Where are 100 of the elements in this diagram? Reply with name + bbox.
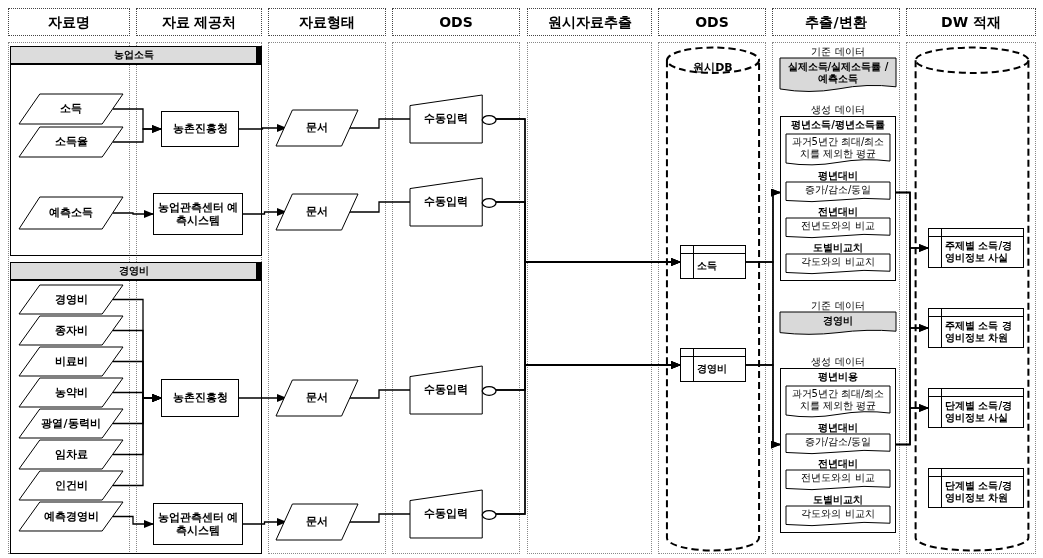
node-label: 실제소득/실제소득률 / 예측소득	[786, 61, 890, 85]
connector-arrow	[112, 394, 162, 487]
node-label: 수동입력	[424, 383, 468, 397]
node-label: 문서	[306, 121, 328, 135]
table-box	[928, 228, 1024, 268]
data-parallelogram	[19, 471, 123, 500]
node-label: 소득	[697, 260, 717, 272]
document-shape	[786, 458, 890, 491]
connector-arrow	[112, 125, 162, 143]
data-parallelogram	[19, 502, 123, 531]
node-label: 자료명	[48, 13, 90, 31]
node-label: 인건비	[54, 478, 88, 493]
node-label: 농촌진흥청	[172, 391, 228, 405]
node-label: 예측경영비	[43, 509, 99, 524]
node-label: 농촌진흥청	[172, 122, 228, 136]
node-label: 주제별 소득/경영비정보 사실	[945, 240, 1014, 264]
data-parallelogram	[19, 440, 123, 469]
document-shape	[786, 494, 890, 527]
heading-label: 생성 데이터	[810, 104, 866, 116]
connector-arrow	[895, 404, 929, 446]
reference-data-group	[780, 46, 896, 94]
node-label: 단계별 소득/경영비정보 차원	[945, 480, 1014, 504]
column-header	[136, 8, 262, 36]
data-parallelogram	[19, 94, 123, 124]
node-label: 전년도와의 비교	[800, 472, 876, 484]
process-box	[153, 193, 243, 235]
heading-label: 평년대비	[817, 422, 859, 434]
heading-label: 도별비교치	[812, 242, 864, 254]
node-label: ODS	[695, 13, 729, 31]
data-parallelogram	[276, 194, 358, 230]
node-label: 수동입력	[424, 195, 468, 209]
column-header	[527, 8, 652, 36]
node-label: 각도와의 비교치	[800, 508, 876, 520]
node-label: 단계별 소득/경영비정보 사실	[945, 400, 1014, 424]
node-label: 원시자료추출	[547, 13, 632, 31]
node-label: 광열/동력비	[41, 416, 101, 431]
node-label: 경영비	[697, 363, 727, 375]
manual-input-shape	[410, 95, 496, 143]
node-label: 평년비용	[817, 371, 859, 383]
connector-arrow	[745, 364, 781, 449]
heading-label: 전년대비	[817, 206, 859, 218]
document-shape	[786, 242, 890, 275]
table-box	[928, 388, 1024, 428]
node-label: 농업관측센터 예측시스템	[156, 510, 240, 538]
data-parallelogram	[19, 285, 123, 314]
node-label: 각도와의 비교치	[800, 256, 876, 268]
heading-label: 평년대비	[817, 170, 859, 182]
table-box	[928, 468, 1024, 508]
manual-input-shape	[410, 178, 496, 226]
node-label: DW 적재	[941, 13, 1001, 31]
node-label: 과거5년간 최대/최소치를 제외한 평균	[790, 136, 886, 160]
data-parallelogram	[19, 347, 123, 376]
node-label: 원시DB	[693, 61, 733, 75]
process-box	[161, 111, 239, 147]
node-label: 종자비	[54, 323, 88, 338]
data-parallelogram	[276, 380, 358, 416]
process-box	[161, 379, 239, 417]
node-label: 경영비	[822, 315, 854, 327]
connector-arrow	[112, 515, 154, 528]
node-label: 자료형태	[299, 13, 355, 31]
node-label: 전년도와의 비교	[800, 220, 876, 232]
node-label: 농업관측센터 예측시스템	[156, 200, 240, 228]
node-label: 소득율	[54, 135, 88, 149]
manual-input-shape	[410, 366, 496, 414]
heading-label: 도별비교치	[812, 494, 864, 506]
section-title: 농업소득	[11, 47, 261, 65]
heading-label: 전년대비	[817, 458, 859, 470]
document-shape	[786, 134, 890, 167]
heading-label: 생성 데이터	[810, 356, 866, 368]
generated-data-box	[780, 356, 896, 533]
node-label: 문서	[306, 515, 328, 529]
node-label: 임차료	[54, 447, 88, 462]
node-label: 예측소득	[49, 206, 93, 220]
manual-input-shape	[410, 490, 496, 538]
column-header	[658, 8, 766, 36]
node-label: 문서	[306, 205, 328, 219]
node-label: 주제별 소득 경영비정보 차원	[945, 320, 1013, 344]
document-shape	[786, 170, 890, 203]
data-parallelogram	[19, 127, 123, 157]
table-box	[680, 245, 746, 279]
node-label: 경영비	[54, 292, 88, 307]
column-header	[906, 8, 1036, 36]
data-parallelogram	[276, 504, 358, 540]
section-box	[10, 46, 262, 256]
node-label: 자료 제공처	[161, 13, 237, 31]
node-label: 비료비	[54, 354, 88, 369]
document-shape	[786, 422, 890, 455]
table-box	[928, 308, 1024, 348]
data-parallelogram	[276, 110, 358, 146]
node-label: 평년소득/평년소득률	[790, 119, 886, 131]
data-parallelogram	[19, 316, 123, 345]
node-label: 수동입력	[424, 112, 468, 126]
connector-arrow	[495, 361, 681, 515]
section-title: 경영비	[11, 263, 261, 281]
heading-label: 기준 데이터	[810, 300, 866, 312]
reference-data-group	[780, 300, 896, 336]
section-box	[10, 262, 262, 554]
node-label: ODS	[439, 13, 473, 31]
document-shape	[786, 386, 890, 419]
node-label: 소득	[60, 102, 82, 116]
